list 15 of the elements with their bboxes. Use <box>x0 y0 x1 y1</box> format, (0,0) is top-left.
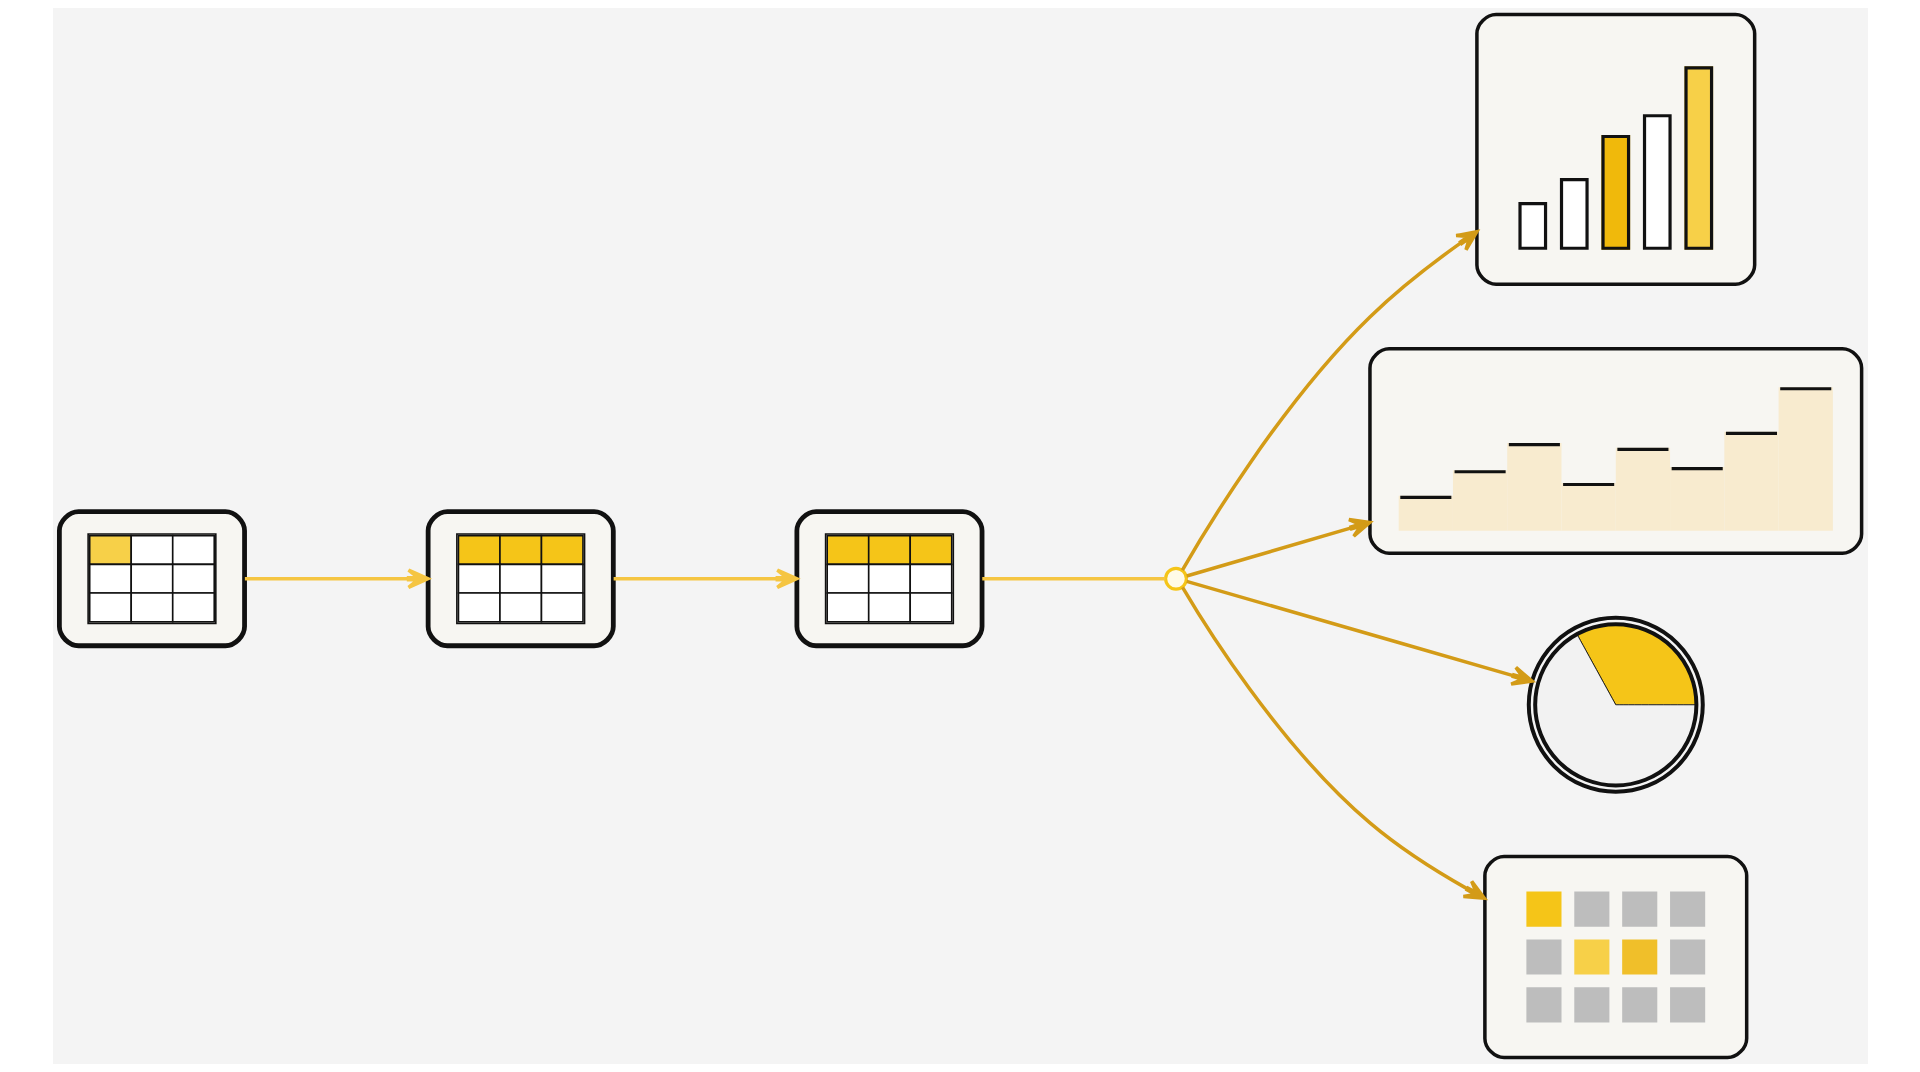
arrow <box>1185 579 1534 686</box>
node-circle <box>1163 566 1188 591</box>
arrow <box>613 568 798 590</box>
arrow <box>1180 586 1486 900</box>
node-picture <box>1482 854 1748 1060</box>
arrow <box>1185 517 1371 578</box>
node-picture <box>425 509 616 649</box>
connector <box>981 576 1165 581</box>
node-picture <box>1367 347 1863 555</box>
node-picture <box>56 509 247 649</box>
node-picture <box>1526 615 1705 794</box>
node-picture <box>1474 12 1756 286</box>
arrow <box>244 568 429 590</box>
arrow <box>1180 229 1479 572</box>
node-picture <box>794 509 984 649</box>
